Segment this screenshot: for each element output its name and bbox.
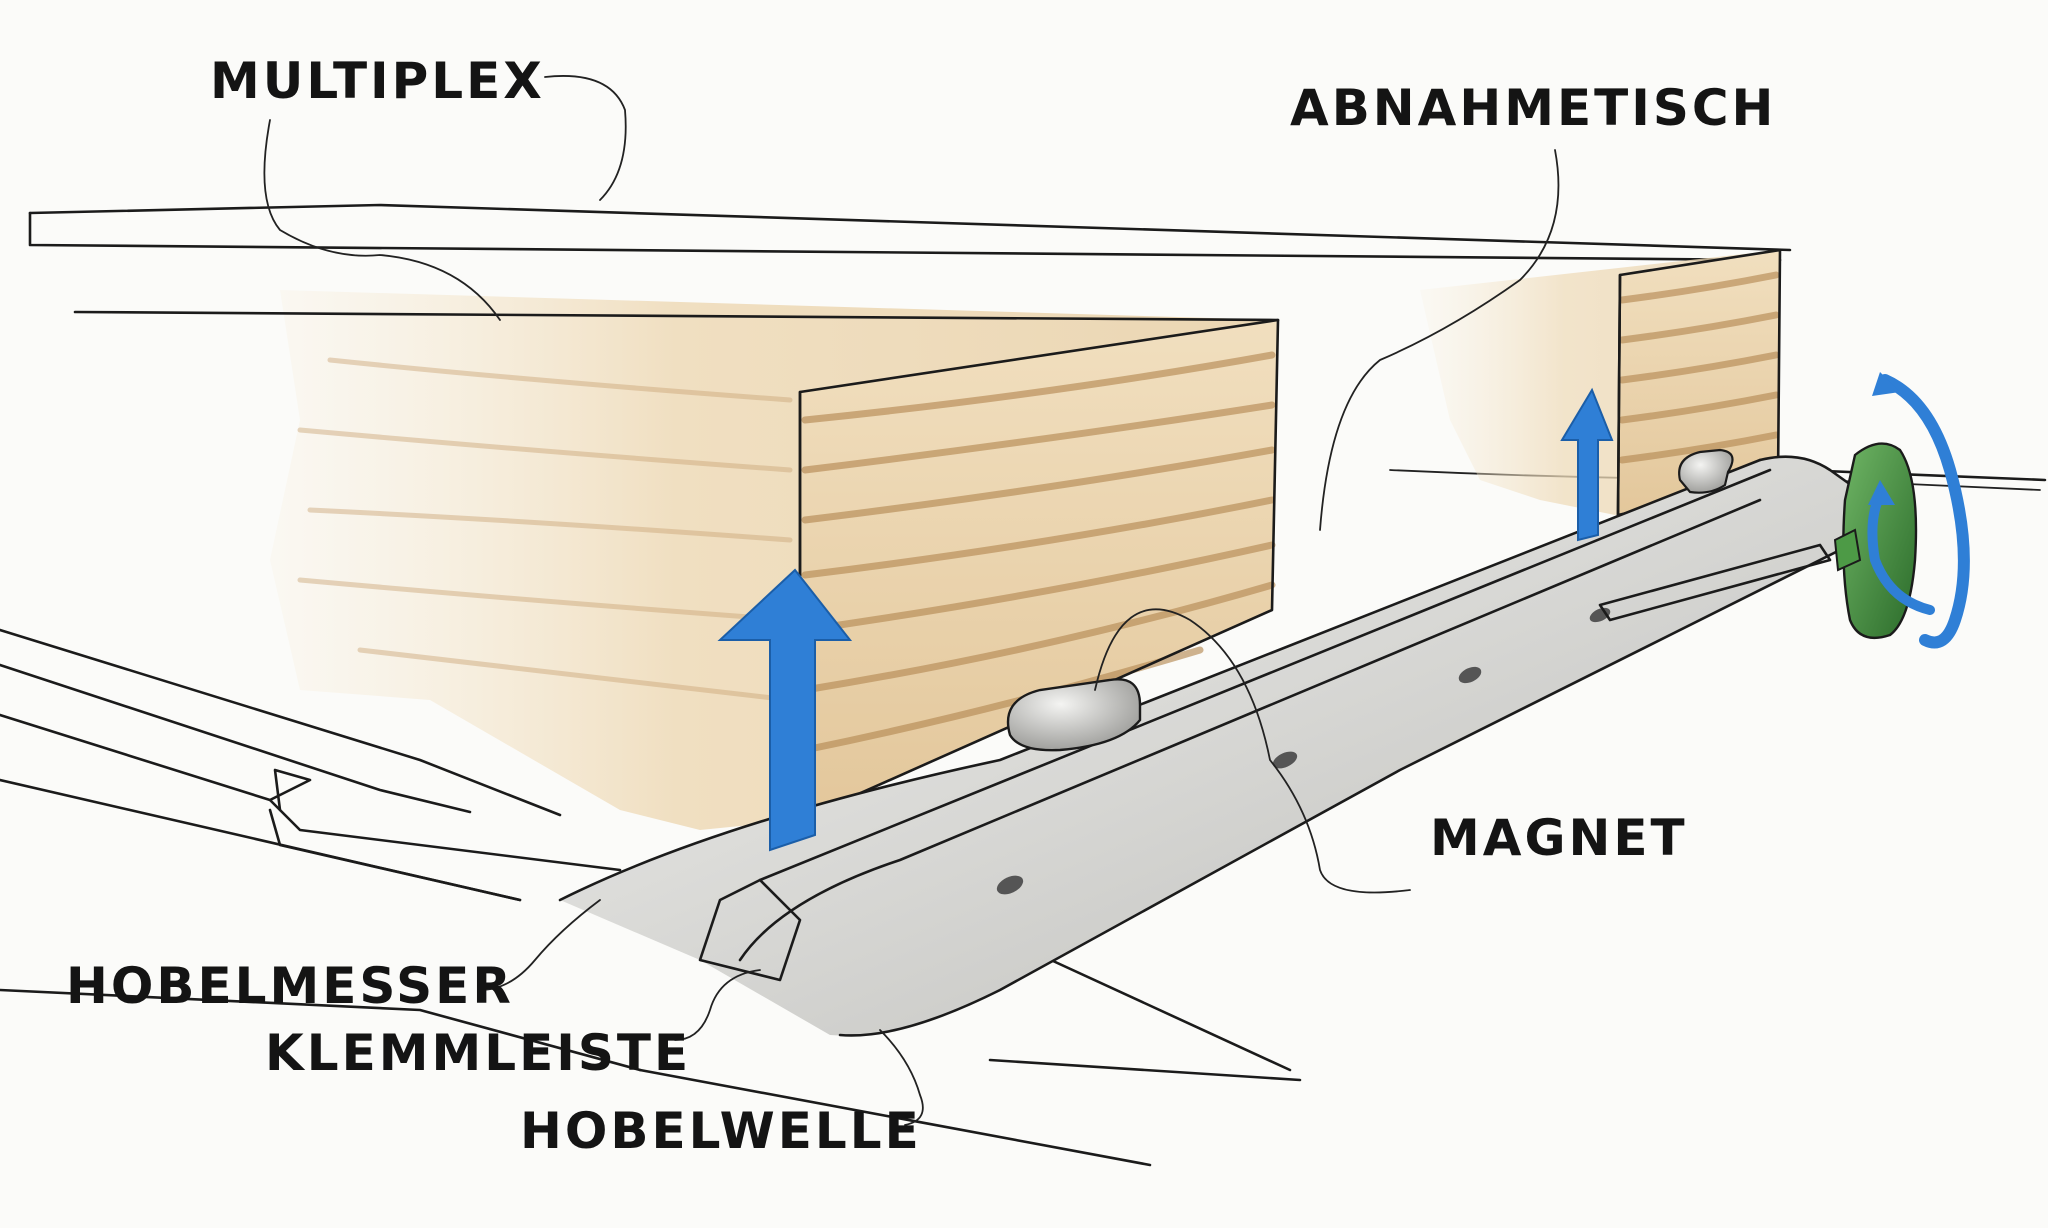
labels: MULTIPLEX ABNAHMETISCH MAGNET HOBELMESSE… <box>66 52 1776 1160</box>
label-magnet: MAGNET <box>1430 809 1688 867</box>
label-hobelmesser: HOBELMESSER <box>66 957 514 1015</box>
abnahmetisch-block <box>1420 248 1782 517</box>
hobelwelle-cutterhead <box>558 455 1902 1037</box>
label-klemmleiste: KLEMMLEISTE <box>265 1024 691 1082</box>
rotate-arrow-icon <box>1867 372 1970 649</box>
machine-table <box>0 203 2047 1167</box>
label-multiplex: MULTIPLEX <box>210 52 545 110</box>
magnet-front <box>1006 678 1142 752</box>
arrow-up-icon-front <box>717 568 853 852</box>
label-abnahmetisch: ABNAHMETISCH <box>1290 79 1776 137</box>
multiplex-board <box>73 290 1280 830</box>
arrow-up-icon-rear <box>1560 387 1614 542</box>
multiplex-grain <box>801 351 1276 754</box>
label-hobelwelle: HOBELWELLE <box>520 1102 922 1160</box>
leader-lines <box>263 75 1560 1126</box>
magnet-rear <box>1678 448 1734 494</box>
